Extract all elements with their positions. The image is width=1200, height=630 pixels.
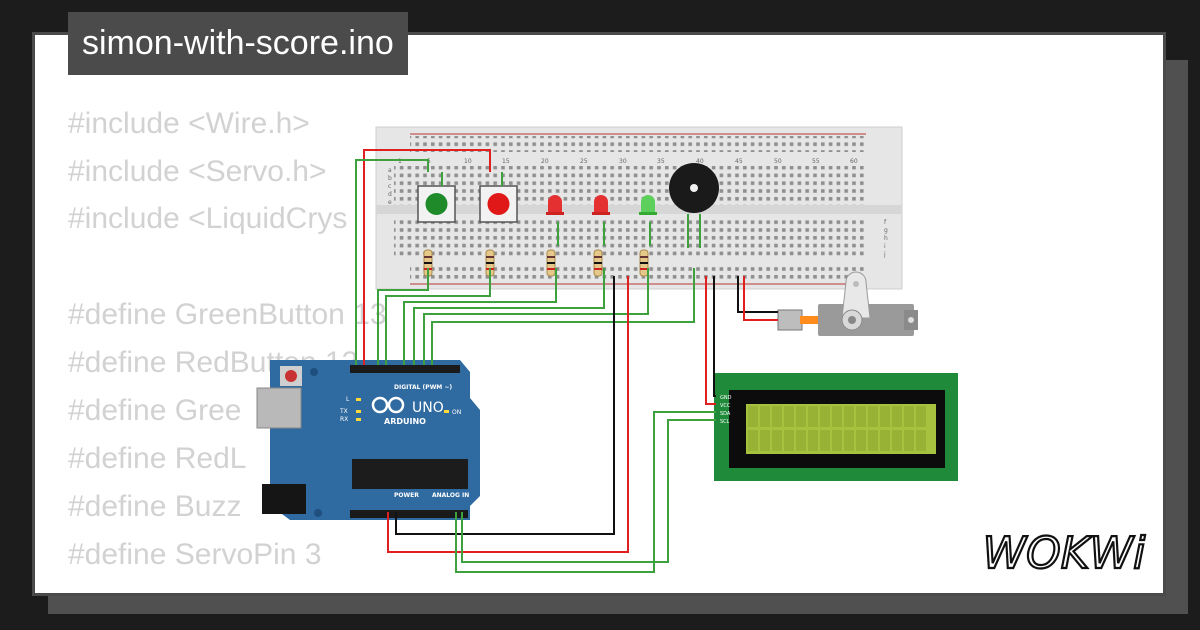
column-label: 60 xyxy=(850,158,858,165)
column-label: 25 xyxy=(580,158,588,165)
row-label: e xyxy=(388,199,392,206)
row-label: c xyxy=(388,183,391,190)
red-led-2 xyxy=(592,195,610,215)
green-pushbutton[interactable] xyxy=(417,185,456,223)
row-label: b xyxy=(388,175,392,182)
column-label: 45 xyxy=(735,158,743,165)
arduino-model: UNO xyxy=(412,400,444,416)
code-line: #define GreenButton 13 xyxy=(68,298,387,331)
arduino-uno-board: DIGITAL (PWM ~) ARDUINO UNO ON L TX RX P… xyxy=(256,360,480,520)
lcd-pin-label: VCC xyxy=(720,403,731,409)
code-line: #define Gree xyxy=(68,394,242,427)
row-label: j xyxy=(883,251,886,258)
breadboard: 1 5 10 15 20 25 30 35 40 45 50 55 60 a b… xyxy=(375,126,903,290)
lcd-pin-label: SDA xyxy=(720,411,731,417)
column-label: 35 xyxy=(657,158,665,165)
analog-label: ANALOG IN xyxy=(432,492,469,499)
led-tx-label: TX xyxy=(339,408,348,415)
row-label: d xyxy=(388,191,392,198)
row-label: g xyxy=(884,227,888,234)
buzzer xyxy=(669,163,719,213)
led-rx-label: RX xyxy=(340,416,348,423)
resistors xyxy=(423,249,649,277)
column-label: 55 xyxy=(812,158,820,165)
green-led xyxy=(639,195,657,215)
column-label: 1 xyxy=(398,158,402,165)
wokwi-logo: WOKWi xyxy=(982,527,1148,578)
column-label: 20 xyxy=(541,158,549,165)
code-line: #define ServoPin 3 xyxy=(68,538,322,571)
row-label: a xyxy=(388,167,392,174)
code-line: #define RedL xyxy=(68,442,247,475)
code-line: #include <LiquidCrys xyxy=(68,202,348,235)
row-label: f xyxy=(884,219,887,226)
wires xyxy=(355,149,778,573)
row-label: i xyxy=(884,243,886,250)
code-line: #include <Servo.h> xyxy=(68,155,327,188)
red-led-1 xyxy=(546,195,564,215)
digital-label: DIGITAL (PWM ~) xyxy=(394,384,452,391)
arduino-brand: ARDUINO xyxy=(384,417,426,426)
lcd-pin-label: SCL xyxy=(720,419,730,425)
lcd-display: GND VCC SDA SCL xyxy=(714,373,958,481)
column-label: 50 xyxy=(774,158,782,165)
lcd-pin-label: GND xyxy=(720,395,732,401)
file-title: simon-with-score.ino xyxy=(68,12,408,75)
column-label: 10 xyxy=(464,158,472,165)
column-label: 15 xyxy=(502,158,510,165)
servo-motor xyxy=(777,271,918,336)
red-pushbutton[interactable] xyxy=(479,185,518,223)
arduino-infinity-logo xyxy=(371,396,405,414)
wokwi-logo-text: WOKWi xyxy=(983,528,1146,578)
row-label: h xyxy=(884,235,888,242)
code-line: #include <Wire.h> xyxy=(68,107,310,140)
code-line: #define Buzz xyxy=(68,490,242,523)
led-l-label: L xyxy=(346,396,350,403)
on-label: ON xyxy=(452,409,461,416)
column-label: 40 xyxy=(696,158,704,165)
column-label: 30 xyxy=(619,158,627,165)
power-label: POWER xyxy=(394,492,419,499)
